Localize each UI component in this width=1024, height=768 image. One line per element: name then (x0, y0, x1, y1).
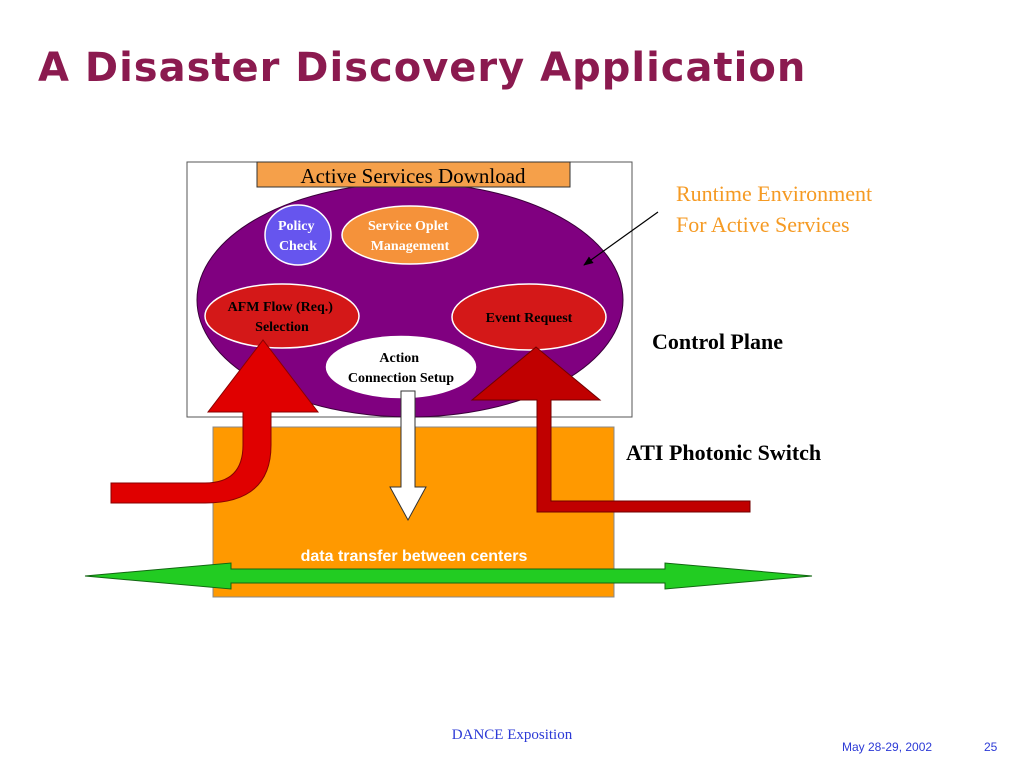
page-number: 25 (984, 740, 998, 754)
active-services-download-box (256, 161, 571, 188)
afm-flow-node (204, 283, 360, 349)
policy-check-label: Policy Check (278, 219, 318, 254)
footer-date: May 28-29, 2002 (842, 740, 933, 754)
runtime-line-1: Runtime Environment (676, 181, 873, 206)
service-oplet-node (341, 205, 479, 265)
event-request-node (451, 283, 607, 351)
event-request-label: Event Request (486, 311, 573, 326)
active-services-download-label: Active Services Download (300, 164, 526, 188)
ati-photonic-switch-label: ATI Photonic Switch (626, 440, 822, 465)
afm-flow-label: AFM Flow (Req.) Selection (228, 300, 337, 335)
action-connection-label: Action Connection Setup (348, 351, 454, 386)
slide-title: A Disaster Discovery Application (38, 45, 807, 91)
footer-title: DANCE Exposition (451, 727, 573, 743)
service-oplet-label: Service Oplet Management (368, 219, 452, 254)
control-plane-label: Control Plane (652, 329, 783, 354)
policy-check-node (264, 204, 332, 266)
action-down-arrow (389, 390, 427, 522)
runtime-environment-label: Runtime Environment For Active Services (676, 178, 872, 240)
data-transfer-label: data transfer between centers (301, 548, 528, 565)
runtime-line-2: For Active Services (676, 212, 850, 237)
action-connection-node (324, 334, 478, 400)
right-red-arrow (470, 346, 751, 513)
left-red-arrow (110, 339, 320, 504)
runtime-pointer-line (583, 211, 659, 266)
data-transfer-arrow (84, 562, 813, 590)
